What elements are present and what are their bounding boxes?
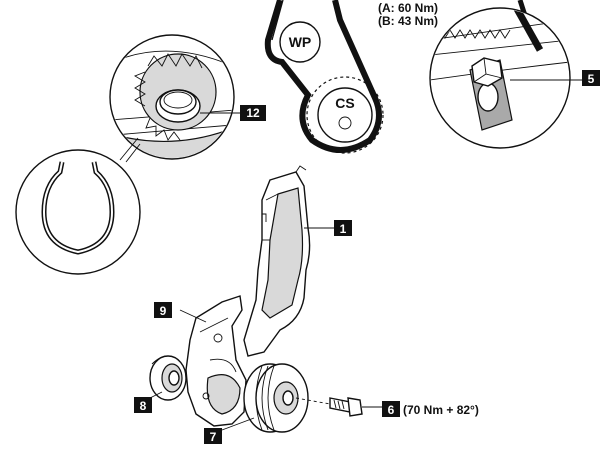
callout-12: 12	[200, 105, 266, 121]
callout-9: 9	[154, 302, 207, 323]
callout-5-text: 5	[588, 72, 595, 86]
torque-note-bolt-6: (70 Nm + 82°)	[403, 403, 479, 417]
callout-8-text: 8	[140, 399, 147, 413]
timing-belt-segment	[508, 9, 544, 52]
ring-detail-circle	[15, 149, 141, 275]
crankshaft-label: CS	[335, 95, 354, 111]
torque-note-b: (B: 43 Nm)	[378, 14, 438, 28]
ring-detail	[15, 149, 141, 275]
water-pump-pulley	[279, 21, 321, 63]
callout-7-text: 7	[210, 430, 217, 444]
bolt-detail	[429, 7, 571, 149]
idler-pulley-part-8	[149, 355, 187, 401]
callout-8: 8	[134, 391, 163, 413]
sprocket-gear	[133, 53, 217, 141]
timing-belt	[264, 0, 382, 153]
callout-6: 6 (70 Nm + 82°)	[362, 401, 479, 417]
crank-sprocket-detail	[109, 34, 235, 163]
callout-12-text: 12	[246, 106, 260, 120]
callout-9-text: 9	[160, 304, 167, 318]
callout-6-text: 6	[388, 403, 395, 417]
crank-pulley-part-7	[243, 363, 309, 433]
crankshaft-sprocket	[317, 87, 373, 143]
crank-bolt-part-6	[295, 397, 363, 417]
timing-cover-part-1	[243, 165, 311, 357]
callout-7: 7	[204, 417, 255, 444]
callout-5: 5	[510, 70, 600, 86]
timing-belt-group: WP CS (A: 60 Nm) (B: 43 Nm)	[264, 0, 531, 154]
lower-cover-part-9	[185, 295, 247, 427]
callout-1-text: 1	[340, 222, 347, 236]
callout-1: 1	[304, 220, 352, 236]
torque-note-a: (A: 60 Nm)	[378, 1, 438, 15]
water-pump-label: WP	[289, 34, 312, 50]
crankshaft-pulley-dashed	[306, 76, 384, 154]
